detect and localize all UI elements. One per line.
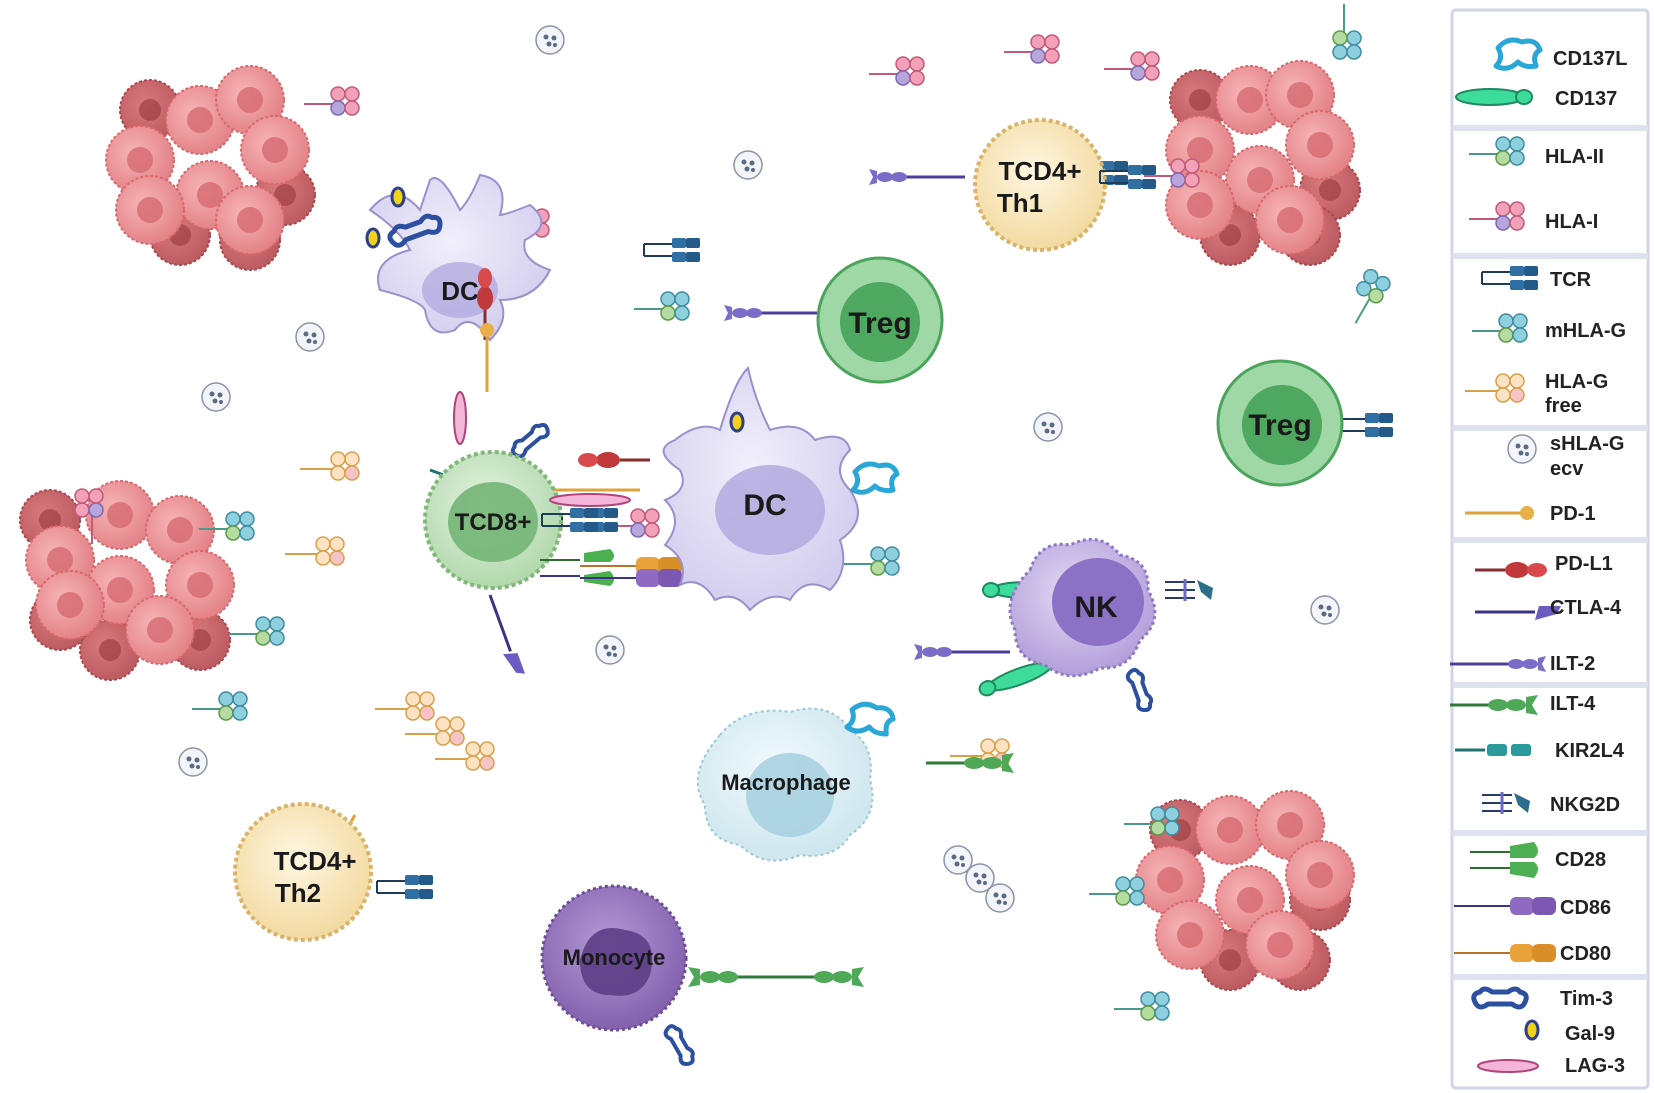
legend-label-hla1: HLA-I — [1545, 211, 1598, 233]
legend-label-cd137l: CD137L — [1553, 48, 1627, 70]
legend-label-hla2: HLA-II — [1545, 146, 1604, 168]
legend-item-lag3: LAG-3 — [1477, 1055, 1625, 1077]
macrophage: Macrophage — [696, 701, 1016, 862]
legend-label-ilt4: ILT-4 — [1550, 693, 1596, 715]
treg-right-label: Treg — [1248, 409, 1311, 442]
th2-label-line2: Th2 — [275, 878, 321, 908]
legend-label-pdl1: PD-L1 — [1555, 553, 1613, 575]
legend-item-cd137l: CD137L — [1496, 40, 1627, 70]
monocyte-label: Monocyte — [563, 945, 666, 970]
nk-cell: NK — [912, 537, 1215, 712]
th1-label-line2: Th1 — [997, 188, 1043, 218]
legend-label-pd1: PD-1 — [1550, 503, 1596, 525]
legend-label-ilt2: ILT-2 — [1550, 653, 1595, 675]
legend-label-kir2l4: KIR2L4 — [1555, 740, 1625, 762]
legend-label-cd80: CD80 — [1560, 943, 1611, 965]
nk-label: NK — [1074, 591, 1118, 624]
tcd8-label: TCD8+ — [455, 509, 532, 536]
legend-item-tim3: Tim-3 — [1474, 988, 1613, 1010]
cd8-t-cell: TCD8+ — [423, 321, 640, 681]
monocyte: Monocyte — [540, 884, 866, 1067]
tcd8-dc-synapse — [549, 450, 730, 588]
legend-item-ilt4: ILT-4 — [1448, 693, 1596, 717]
legend-item-cd80: CD80 — [1453, 943, 1611, 965]
th2-cell: TCD4+ Th2 — [233, 802, 373, 942]
dc-top-label: DC — [441, 276, 479, 306]
legend-label-gal9: Gal-9 — [1565, 1023, 1615, 1045]
legend-label-hlag-free-line2: free — [1545, 395, 1582, 417]
legend-item-gal9: Gal-9 — [1524, 1019, 1615, 1045]
legend-label-ctla4: CTLA-4 — [1550, 597, 1622, 619]
legend-item-hla1: HLA-I — [1468, 201, 1598, 233]
legend-label-mhlag: mHLA-G — [1545, 320, 1626, 342]
tumor-cluster-mid-left — [19, 480, 235, 681]
legend-label-tcr: TCR — [1550, 269, 1592, 291]
treg-right: Treg — [1216, 359, 1344, 487]
th1-cell: TCD4+ Th1 — [867, 118, 1157, 252]
legend-item-nkg2d: NKG2D — [1480, 790, 1620, 816]
legend-item-hlag-free: HLA-G free — [1464, 371, 1608, 417]
tumor-cluster-top-left — [105, 65, 316, 271]
legend-label-shlag-line1: sHLA-G — [1550, 433, 1624, 455]
th1-label-line1: TCD4+ — [998, 156, 1081, 186]
legend-label-shlag-line2: ecv — [1550, 458, 1584, 480]
macrophage-label: Macrophage — [721, 770, 851, 795]
legend-item-pdl1: PD-L1 — [1473, 553, 1613, 580]
legend-label-cd28: CD28 — [1555, 849, 1606, 871]
legend-label-hlag-free-line1: HLA-G — [1545, 371, 1608, 393]
legend-label-nkg2d: NKG2D — [1550, 794, 1620, 816]
legend-item-pd1: PD-1 — [1463, 503, 1596, 525]
legend-item-tcr: TCR — [1481, 265, 1592, 291]
legend-item-mhlag: mHLA-G — [1471, 313, 1626, 343]
legend-item-cd28: CD28 — [1469, 841, 1606, 879]
dc-center-label: DC — [743, 489, 786, 522]
legend-item-ctla4: CTLA-4 — [1473, 597, 1622, 622]
legend-item-kir2l4: KIR2L4 — [1453, 740, 1625, 762]
th2-label-line1: TCD4+ — [273, 846, 356, 876]
legend-item-cd137: CD137 — [1455, 88, 1617, 110]
legend-item-shlag: sHLA-G ecv — [1507, 433, 1624, 480]
legend-panel: CD137L CD137 HLA-II HLA-I TCR mHLA-G HLA… — [1448, 8, 1650, 1090]
legend-label-tim3: Tim-3 — [1560, 988, 1613, 1010]
legend-label-lag3: LAG-3 — [1565, 1055, 1625, 1077]
dendritic-cell-center: DC — [662, 366, 897, 612]
treg-center-label: Treg — [848, 307, 911, 340]
legend-label-cd137: CD137 — [1555, 88, 1617, 110]
dendritic-cell-top: DC — [365, 173, 552, 342]
legend-item-cd86: CD86 — [1453, 896, 1611, 919]
legend-item-ilt2: ILT-2 — [1448, 653, 1595, 675]
treg-center: Treg — [722, 256, 944, 384]
legend-item-hla2: HLA-II — [1468, 136, 1604, 168]
legend-label-cd86: CD86 — [1560, 897, 1611, 919]
